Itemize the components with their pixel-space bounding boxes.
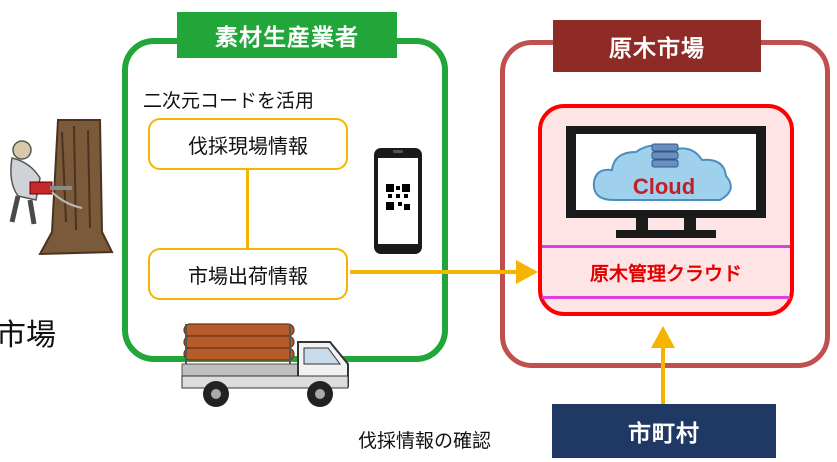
info-connector-line — [246, 170, 249, 248]
harvest-confirm-label: 伐採情報の確認 — [358, 430, 492, 452]
municipality-box: 市町村 — [552, 404, 776, 458]
qr-code-label: 二次元コードを活用 — [143, 90, 315, 112]
log-truck-illustration — [181, 323, 349, 407]
panel-divider-top — [542, 245, 790, 248]
smartphone-qr-icon — [374, 148, 422, 254]
lumberjack-illustration — [9, 119, 114, 256]
harvest-site-info-box: 伐採現場情報 — [148, 118, 348, 170]
shipment-to-cloud-arrowhead — [516, 260, 538, 284]
producer-title: 素材生産業者 — [177, 12, 397, 58]
monitor-cloud-icon: Cloud — [566, 126, 766, 238]
log-cloud-management-label: 原木管理クラウド — [589, 262, 742, 285]
left-partial-label: 市場 — [0, 318, 56, 353]
panel-divider-bottom — [542, 296, 790, 299]
cloud-label: Cloud — [633, 174, 695, 199]
log-market-title: 原木市場 — [553, 20, 761, 72]
municipality-to-cloud-arrowhead — [651, 326, 675, 348]
shipment-info-box: 市場出荷情報 — [148, 248, 348, 300]
